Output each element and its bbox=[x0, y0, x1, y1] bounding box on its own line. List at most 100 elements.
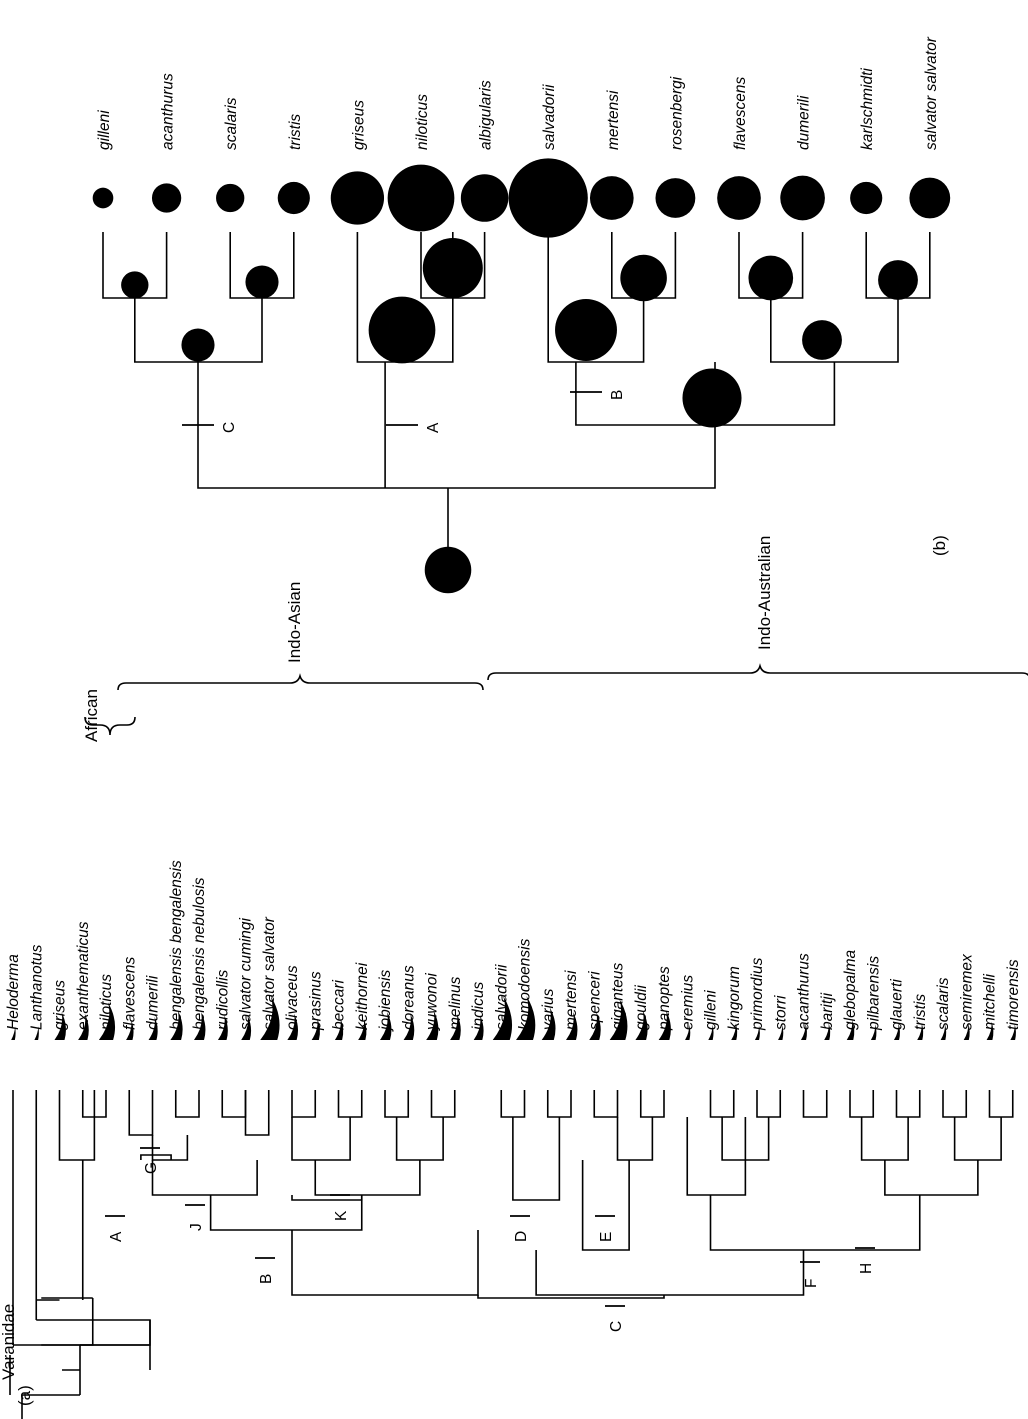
taxon-label: acanthurus bbox=[796, 953, 813, 1030]
taxon-label: jobiensis bbox=[377, 969, 394, 1032]
marker-label-b: A bbox=[425, 422, 442, 433]
group-label-african: African bbox=[82, 689, 101, 742]
taxon-label: scalaris bbox=[935, 977, 952, 1030]
ancestral-size-circle bbox=[748, 255, 794, 301]
lizard-size-icon bbox=[260, 996, 280, 1040]
branch bbox=[686, 1117, 747, 1196]
taxon-label-b: dumerili bbox=[796, 95, 813, 150]
branch bbox=[709, 1090, 735, 1118]
branch bbox=[477, 1295, 665, 1299]
taxon-label: gouldii bbox=[633, 985, 650, 1030]
branch bbox=[581, 1160, 630, 1251]
taxon-label-b: mertensi bbox=[605, 90, 622, 150]
lizard-size-icon bbox=[403, 1013, 415, 1040]
taxon-label: salvator salvator bbox=[261, 916, 278, 1030]
taxon-label: spenceri bbox=[586, 971, 603, 1030]
lizard-size-icon bbox=[473, 1015, 484, 1040]
taxon-label: mitchelli bbox=[982, 973, 999, 1030]
lizard-size-icon bbox=[170, 1010, 183, 1040]
taxon-label: tristis bbox=[912, 994, 929, 1030]
taxon-label: Lanthanotus bbox=[28, 944, 45, 1030]
marker-label: K bbox=[333, 1210, 350, 1221]
branch bbox=[244, 1090, 270, 1136]
marker-label: F bbox=[803, 1279, 820, 1288]
branch-heloderma bbox=[21, 1394, 80, 1419]
marker-label: B bbox=[258, 1274, 275, 1284]
ancestral-size-circle bbox=[620, 254, 667, 302]
body-size-circle bbox=[216, 183, 245, 213]
ancestral-size-circle bbox=[802, 320, 842, 360]
marker-label: J bbox=[188, 1223, 205, 1231]
branch bbox=[395, 1117, 444, 1161]
taxon-label: gilleni bbox=[703, 990, 720, 1030]
lizard-size-icon bbox=[917, 1023, 924, 1040]
taxon-label-b: acanthurus bbox=[160, 73, 177, 150]
lizard-size-icon bbox=[824, 1023, 831, 1040]
branch bbox=[221, 1090, 247, 1118]
branch bbox=[802, 1090, 828, 1118]
branch bbox=[337, 1090, 363, 1118]
lizard-size-icon bbox=[334, 1018, 344, 1040]
taxon-label: olivaceus bbox=[284, 965, 301, 1030]
marker-label: E bbox=[598, 1232, 615, 1242]
ancestral-size-circle bbox=[368, 296, 436, 364]
marker-label: H bbox=[858, 1263, 875, 1274]
taxon-label-b: karlschmidti bbox=[859, 68, 876, 150]
taxon-label: griseus bbox=[52, 980, 69, 1030]
taxon-label: mertensi bbox=[563, 970, 580, 1030]
branch bbox=[291, 1090, 317, 1118]
taxon-label-b: flavescens bbox=[732, 77, 749, 150]
taxon-label-b: scalaris bbox=[223, 97, 240, 150]
body-size-circle bbox=[717, 176, 761, 220]
branch bbox=[13, 1319, 151, 1346]
lizard-size-icon bbox=[846, 1020, 855, 1040]
taxon-label-b: albigularis bbox=[478, 80, 495, 150]
taxon-label: indicus bbox=[470, 982, 487, 1030]
branch bbox=[128, 1090, 154, 1136]
branch bbox=[639, 1090, 665, 1118]
lizard-size-icon bbox=[609, 999, 628, 1040]
marker-label: G bbox=[143, 1162, 160, 1174]
taxon-label: dumerili bbox=[145, 975, 162, 1030]
taxon-label-b: niloticus bbox=[414, 94, 431, 150]
lizard-size-icon bbox=[358, 1018, 367, 1040]
branch bbox=[709, 1195, 921, 1251]
lizard-size-icon bbox=[126, 1020, 134, 1040]
body-size-circle bbox=[92, 187, 114, 209]
branch bbox=[41, 1298, 94, 1346]
branch bbox=[430, 1090, 456, 1118]
taxon-label: doreanus bbox=[400, 965, 417, 1030]
taxon-label: yuwonoi bbox=[424, 973, 441, 1031]
branch bbox=[895, 1090, 921, 1118]
body-size-circle bbox=[460, 174, 509, 222]
lizard-size-icon bbox=[870, 1024, 877, 1040]
body-size-circle bbox=[589, 176, 634, 220]
branch bbox=[209, 1195, 363, 1231]
lizard-size-icon bbox=[241, 1015, 252, 1040]
taxon-label-b: gilleni bbox=[96, 110, 113, 150]
branch bbox=[314, 1160, 421, 1196]
taxon-label: varius bbox=[540, 988, 557, 1030]
branch bbox=[988, 1090, 1014, 1118]
lizard-size-icon bbox=[589, 1012, 601, 1040]
taxon-label: bengalensis nebulosis bbox=[191, 877, 208, 1030]
branch bbox=[849, 1090, 875, 1118]
lizard-size-icon bbox=[986, 1021, 994, 1040]
root-label: Varanidae bbox=[0, 1304, 18, 1380]
taxon-label-b: salvator salvator bbox=[923, 36, 940, 150]
lizard-size-icon bbox=[54, 1012, 66, 1040]
root-stem bbox=[62, 1345, 81, 1395]
group-label-indo-asian: Indo-Asian bbox=[285, 582, 304, 663]
body-size-circle bbox=[850, 181, 883, 215]
taxon-label: pilbarensis bbox=[865, 956, 882, 1031]
ancestral-size-circle bbox=[245, 265, 279, 299]
lizard-size-icon bbox=[11, 1026, 16, 1040]
lizard-size-icon bbox=[380, 1012, 392, 1040]
body-size-circle bbox=[387, 164, 455, 232]
taxon-label-b: tristis bbox=[287, 114, 304, 150]
taxon-label: komodoensis bbox=[517, 938, 534, 1030]
ancestral-size-circle bbox=[555, 299, 617, 361]
